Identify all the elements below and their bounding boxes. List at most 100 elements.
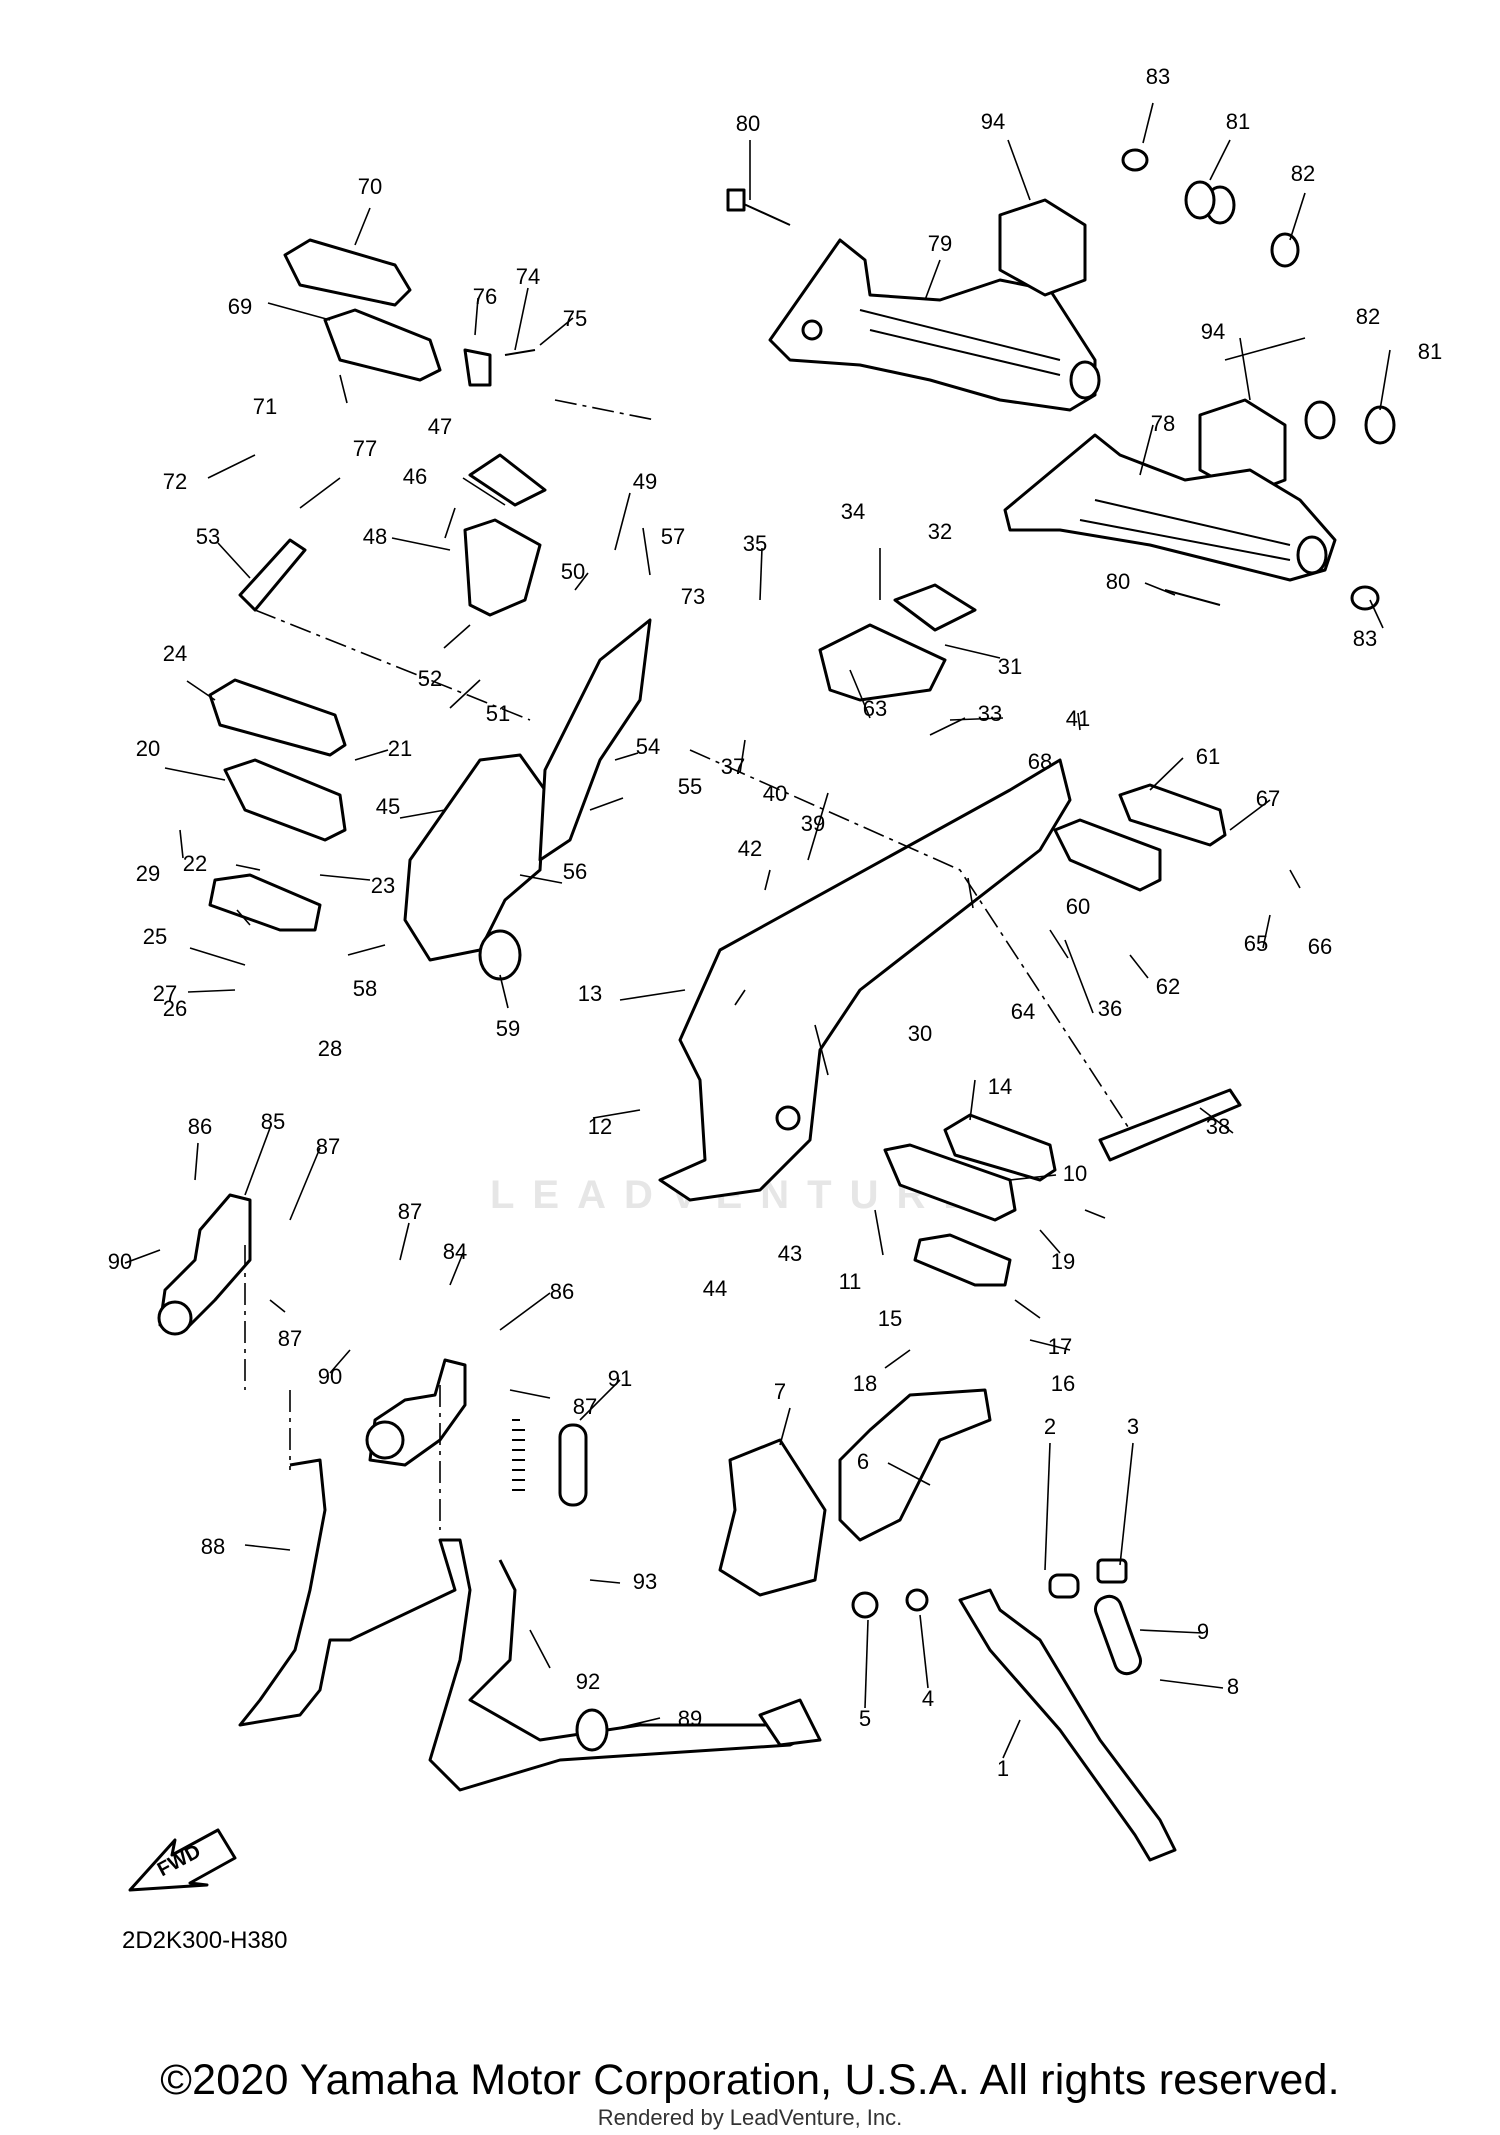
bracket-arm [463,518,542,617]
callout-59: 59 [496,1016,520,1041]
rider-peg-rubber-left [208,678,347,757]
callout-62: 62 [1156,974,1180,999]
callout-26: 26 [163,996,187,1021]
callout-81a: 81 [1226,109,1250,134]
callout-90a: 90 [108,1249,132,1274]
callout-34: 34 [841,499,865,524]
callout-24: 24 [163,641,187,666]
callout-82b: 82 [1356,304,1380,329]
callout-49: 49 [633,469,657,494]
callout-41: 41 [1066,706,1090,731]
callout-87c: 87 [398,1199,422,1224]
spring-cover-9 [1093,1594,1143,1676]
callout-66: 66 [1308,934,1332,959]
callout-leaders [124,102,1391,1759]
fwd-arrow-icon: FWD [128,1828,237,1892]
callout-51: 51 [486,701,510,726]
callout-13: 13 [578,981,602,1006]
side-plate [238,538,307,612]
callout-80b: 80 [1106,569,1130,594]
cover-plate [893,583,977,632]
callout-55: 55 [678,774,702,799]
side-stand-bracket [838,1388,992,1542]
callout-82a: 82 [1291,161,1315,186]
guard-bar [1098,1088,1242,1162]
callout-16: 16 [1051,1371,1075,1396]
callout-56: 56 [563,859,587,884]
callout-3: 3 [1127,1414,1139,1439]
callout-60: 60 [1066,894,1090,919]
pillion-peg-rubber [283,238,412,307]
callout-86a: 86 [188,1114,212,1139]
callout-57: 57 [661,524,685,549]
callout-25: 25 [143,924,167,949]
callout-39: 39 [801,811,825,836]
callout-31: 31 [998,654,1022,679]
heat-guard-plate [818,623,947,702]
side-stand-cover [718,1438,827,1597]
callout-36: 36 [1098,996,1122,1021]
callout-20: 20 [136,736,160,761]
callout-29: 29 [136,861,160,886]
callout-17: 17 [1048,1334,1072,1359]
callout-83a: 83 [1146,64,1170,89]
callout-6: 6 [857,1449,869,1474]
callout-87b: 87 [278,1326,302,1351]
callout-5: 5 [859,1706,871,1731]
callout-38: 38 [1206,1114,1230,1139]
callout-48: 48 [363,524,387,549]
callout-87d: 87 [573,1394,597,1419]
callout-63: 63 [863,696,887,721]
callout-19: 19 [1051,1249,1075,1274]
callout-88: 88 [201,1534,225,1559]
callout-79: 79 [928,231,952,256]
callout-94a: 94 [981,109,1005,134]
callout-43: 43 [778,1241,802,1266]
callout-80a: 80 [736,111,760,136]
callout-81b: 81 [1418,339,1442,364]
callout-32: 32 [928,519,952,544]
bracket-plate [468,453,547,507]
stand-bracket-upper [158,1193,252,1332]
callout-30: 30 [908,1021,932,1046]
callout-18: 18 [853,1371,877,1396]
callout-28: 28 [318,1036,342,1061]
callout-85: 85 [261,1109,285,1134]
callout-61: 61 [1196,744,1220,769]
callout-42: 42 [738,836,762,861]
callout-23: 23 [371,873,395,898]
footrest-bracket-left [403,753,547,962]
callout-21: 21 [388,736,412,761]
callout-27: 27 [153,981,177,1006]
callout-64: 64 [1011,999,1035,1024]
callout-72: 72 [163,469,187,494]
callout-15: 15 [878,1306,902,1331]
callout-2: 2 [1044,1414,1056,1439]
callout-54: 54 [636,734,660,759]
callout-9: 9 [1197,1619,1209,1644]
callout-37: 37 [721,754,745,779]
callout-74: 74 [516,264,540,289]
rider-peg-right [1053,818,1162,892]
rubber-block-2 [1198,398,1287,497]
callout-numbers: 1 2 3 4 5 6 7 8 9 10 11 12 13 14 15 16 1… [108,64,1442,1781]
rider-peg-left [223,758,347,842]
callout-44: 44 [703,1276,727,1301]
callout-45: 45 [376,794,400,819]
callout-52: 52 [418,666,442,691]
callout-94b: 94 [1201,319,1225,344]
rider-footrest-bracket-right [1003,433,1337,582]
spring-cover-93 [558,1423,588,1507]
callout-10: 10 [1063,1161,1087,1186]
callout-87a: 87 [316,1134,340,1159]
center-stand [238,1458,812,1792]
callout-84: 84 [443,1239,467,1264]
callout-53: 53 [196,524,220,549]
copyright-notice: ©2020 Yamaha Motor Corporation, U.S.A. A… [160,2056,1340,2104]
peg-holder-right [913,1233,1012,1287]
callout-90b: 90 [318,1364,342,1389]
callout-75: 75 [563,306,587,331]
main-bracket [538,618,652,862]
callout-4: 4 [922,1686,934,1711]
callout-69: 69 [228,294,252,319]
